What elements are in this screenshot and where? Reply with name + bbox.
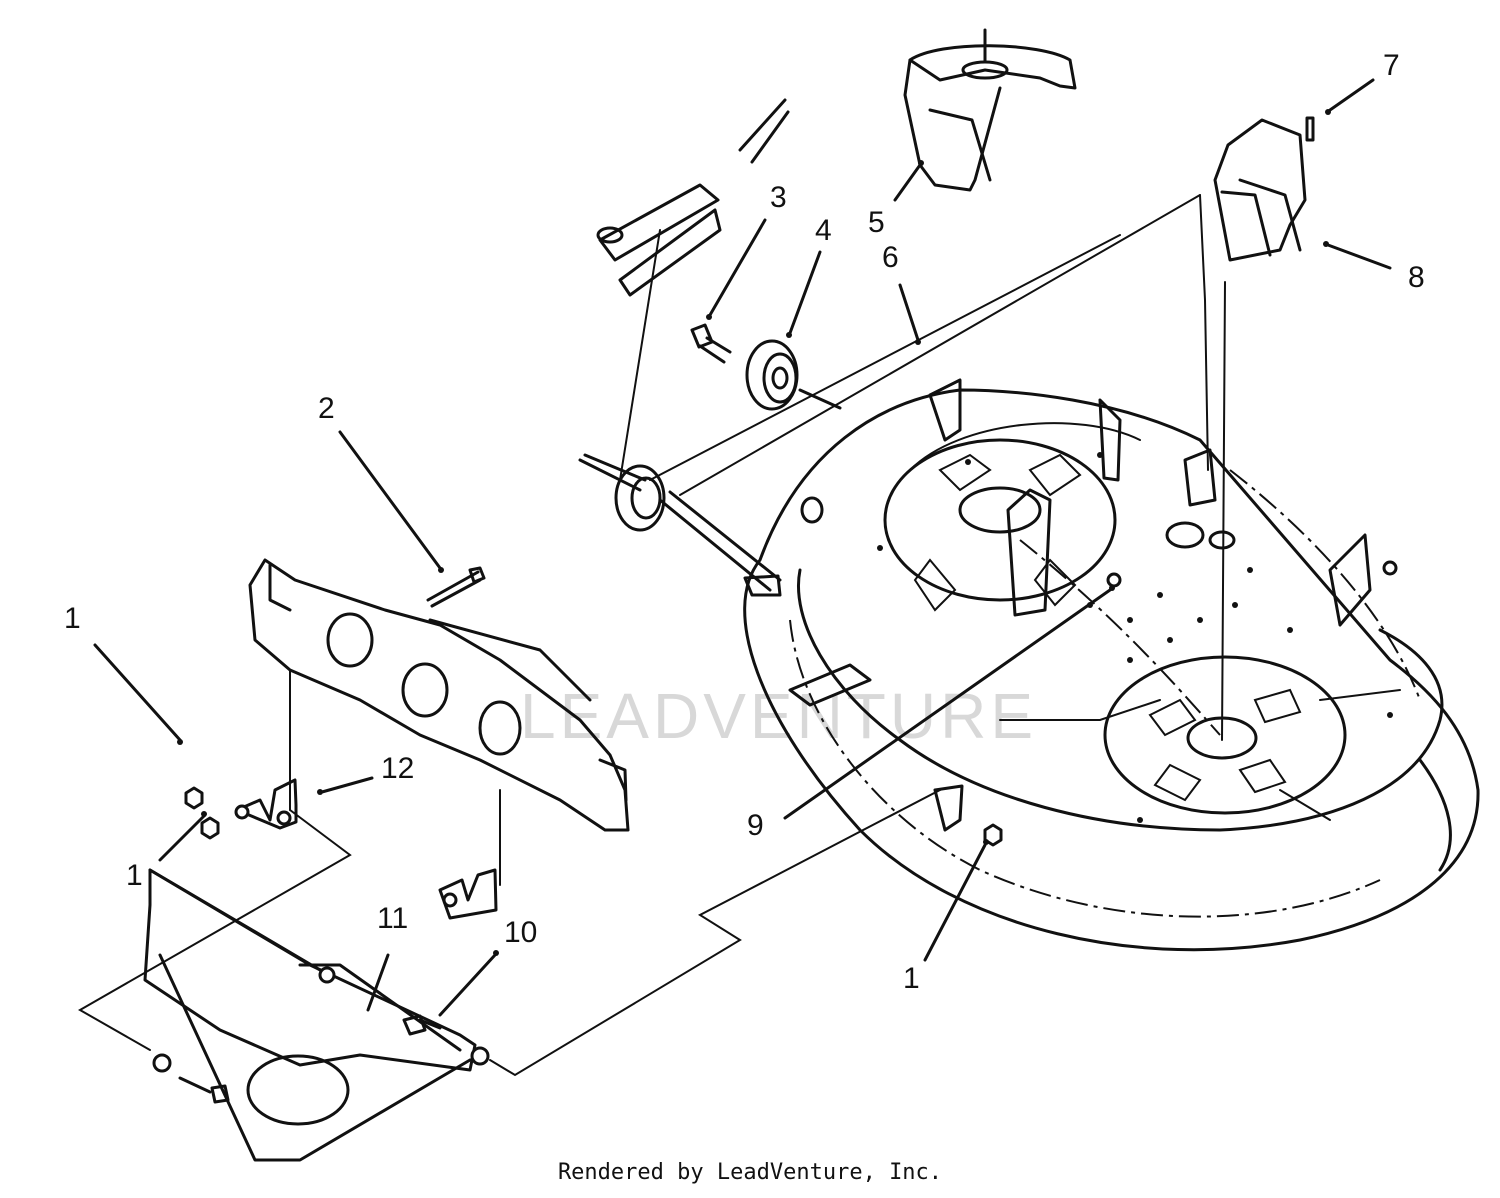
leader-lines <box>93 78 1392 1017</box>
mounting-plate <box>143 868 490 1162</box>
idler-arm-assembly <box>578 98 790 597</box>
carriage-bolt <box>426 566 486 608</box>
belt-guard-right <box>1213 116 1315 262</box>
callout-labels: 1 1 1 2 3 4 5 6 7 8 9 10 11 12 <box>64 49 1425 995</box>
callout-8: 8 <box>1408 261 1425 294</box>
callout-4: 4 <box>815 214 832 247</box>
belt-guard-left <box>903 28 1077 192</box>
callout-1: 1 <box>126 859 143 892</box>
callout-5: 5 <box>868 206 885 239</box>
mounting-clip <box>234 778 498 920</box>
callout-6: 6 <box>882 241 899 274</box>
callout-9: 9 <box>747 809 764 842</box>
rendered-by-credit: Rendered by LeadVenture, Inc. <box>557 1160 943 1185</box>
callout-2: 2 <box>318 392 335 425</box>
callout-3: 3 <box>770 181 787 214</box>
deck-belt <box>619 194 1226 741</box>
hex-bolt <box>178 1014 442 1104</box>
callout-1: 1 <box>903 962 920 995</box>
callout-12: 12 <box>381 752 414 785</box>
callout-7: 7 <box>1383 49 1400 82</box>
mower-deck <box>743 378 1480 952</box>
idler-pulley <box>745 339 842 411</box>
bolt <box>690 323 732 364</box>
callout-11: 11 <box>377 902 408 935</box>
phantom-lines <box>77 789 941 1077</box>
callout-1: 1 <box>64 602 81 635</box>
deck-hanger-bracket <box>248 558 630 886</box>
callout-10: 10 <box>504 916 537 949</box>
